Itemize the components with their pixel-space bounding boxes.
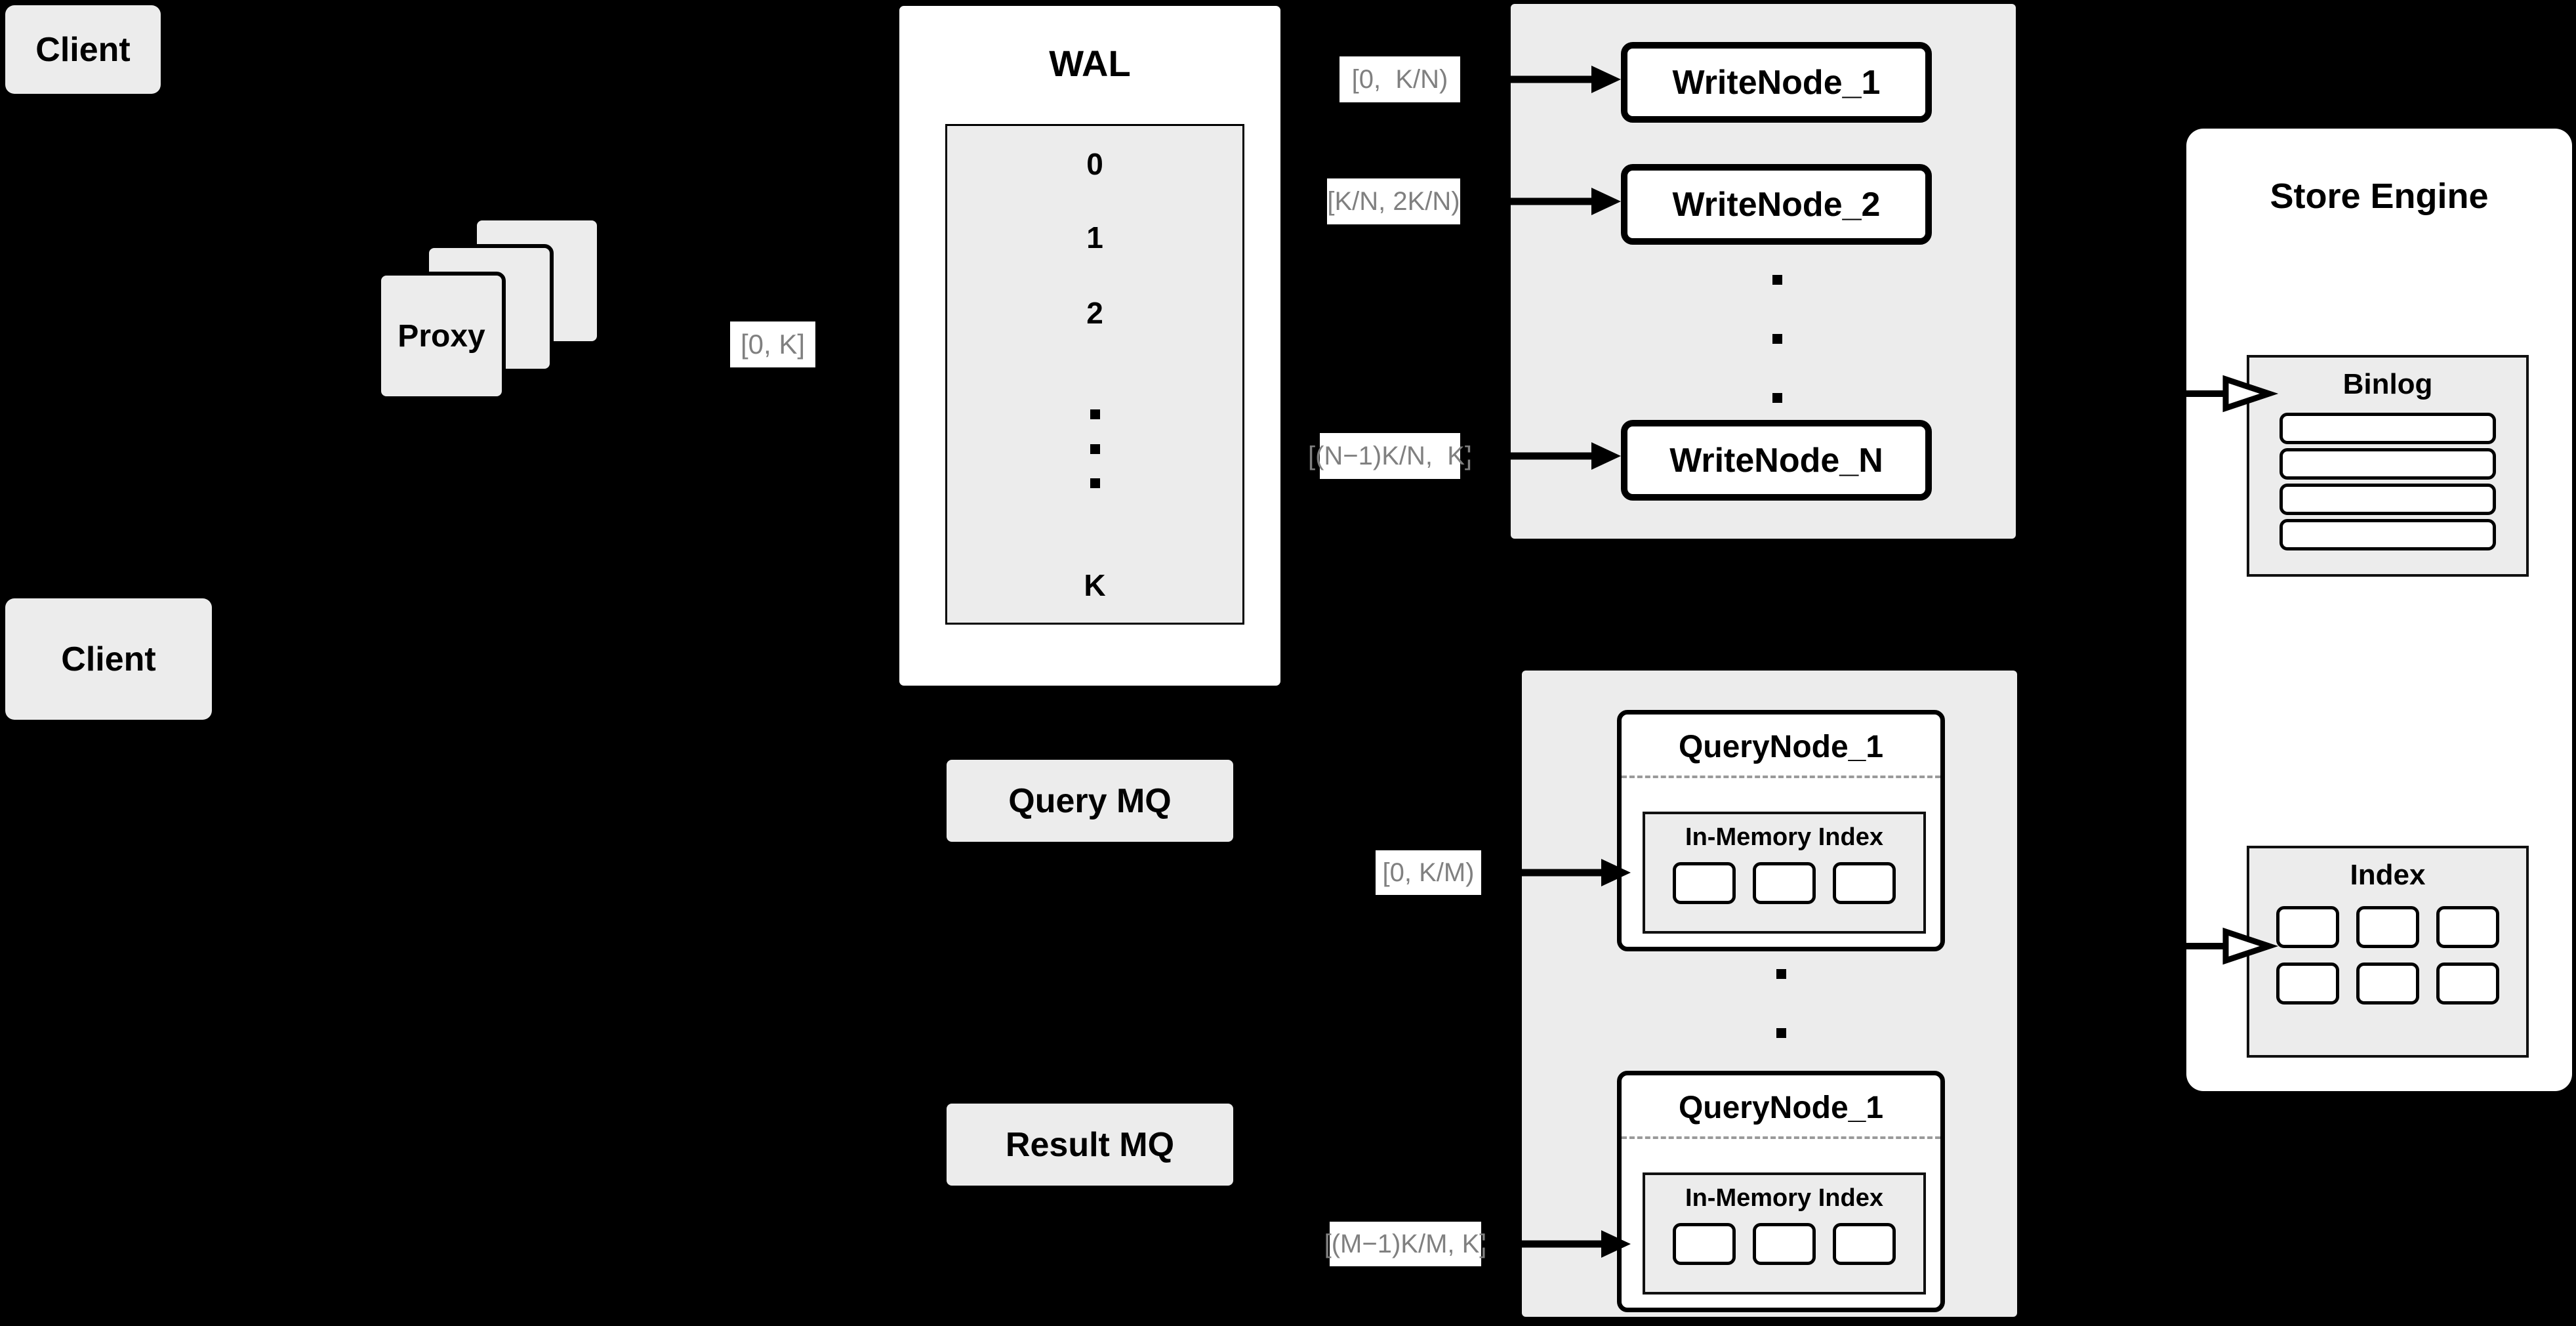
write-node-1-label: WriteNode_1 (1672, 63, 1881, 102)
wal-rows: 0 1 2 K (945, 124, 1244, 636)
arrow-to-write-node-n (1460, 442, 1621, 470)
wal-row-label: 0 (1086, 146, 1103, 181)
write-node-n[interactable]: WriteNode_N (1621, 420, 1932, 501)
in-memory-index-1-title: In-Memory Index (1685, 823, 1883, 851)
query-node-2-divider (1622, 1136, 1940, 1139)
query-node-2-range-label: [(M−1)K/M, K] (1324, 1222, 1486, 1266)
index-cell (2436, 963, 2499, 1005)
write-node-n-range-text: [(N−1)K/N, K] (1307, 441, 1473, 470)
ellipsis-dot-icon (1772, 393, 1782, 403)
index-cell (1673, 1223, 1736, 1265)
query-node-2-range-text: [(M−1)K/M, K] (1324, 1229, 1487, 1258)
query-node-cluster: QueryNode_1 In-Memory Index QueryNode_1 … (1522, 671, 2017, 1317)
binlog-box: Binlog (2247, 355, 2529, 577)
client-label-1: Client (35, 30, 131, 69)
write-node-n-label: WriteNode_N (1669, 441, 1883, 480)
wal-row-ellipsis (945, 350, 1244, 549)
result-mq-box[interactable]: Result MQ (947, 1104, 1233, 1186)
in-memory-index-1: In-Memory Index (1643, 812, 1926, 934)
query-mq-box[interactable]: Query MQ (947, 760, 1233, 842)
arrow-to-query-node-1 (1481, 859, 1631, 886)
arrow-to-write-node-2 (1460, 188, 1621, 215)
wal-row-label: 2 (1086, 295, 1103, 330)
index-box: Index (2247, 846, 2529, 1058)
wal-panel: WAL 0 1 2 K (897, 4, 1282, 688)
index-cell (1753, 862, 1816, 904)
index-cell (1673, 862, 1736, 904)
proxy-output-range-label: [0, K] (730, 321, 815, 367)
write-node-1-range-text: [0, K/N) (1351, 64, 1448, 94)
result-mq-label: Result MQ (1005, 1125, 1175, 1164)
binlog-row (2280, 484, 2496, 515)
ellipsis-dot-icon (1776, 969, 1786, 979)
wal-row-label: K (1084, 568, 1106, 602)
write-node-n-range-label: [(N−1)K/N, K] (1308, 433, 1472, 479)
wal-title: WAL (1049, 43, 1131, 84)
wal-row: 0 (945, 124, 1244, 203)
wal-row: 1 (945, 199, 1244, 277)
index-cell (2356, 963, 2419, 1005)
wal-row-label: 1 (1086, 220, 1103, 255)
wal-ellipsis-dots (1090, 409, 1100, 488)
query-mq-label: Query MQ (1008, 781, 1172, 820)
index-cell (1833, 1223, 1896, 1265)
proxy-card-front[interactable]: Proxy (377, 272, 506, 400)
ellipsis-dot-icon (1776, 1028, 1786, 1038)
ellipsis-dot-icon (1090, 409, 1100, 419)
ellipsis-dot-icon (1090, 478, 1100, 488)
index-cell (2276, 963, 2339, 1005)
write-node-1-range-label: [0, K/N) (1339, 56, 1460, 102)
wal-row: 2 (945, 275, 1244, 352)
write-node-2-range-label: [K/N, 2K/N) (1327, 178, 1460, 224)
query-node-1-divider (1622, 776, 1940, 778)
arrow-to-binlog (2186, 375, 2279, 413)
wal-row: K (945, 547, 1244, 625)
client-label-2: Client (61, 640, 156, 678)
binlog-row (2280, 448, 2496, 480)
index-title: Index (2350, 859, 2426, 891)
query-node-1[interactable]: QueryNode_1 In-Memory Index (1617, 710, 1945, 951)
write-node-1[interactable]: WriteNode_1 (1621, 42, 1932, 123)
index-cell (2356, 906, 2419, 948)
binlog-title: Binlog (2342, 368, 2433, 400)
index-cell (1833, 862, 1896, 904)
binlog-row (2280, 519, 2496, 550)
write-cluster-ellipsis (1754, 275, 1800, 403)
ellipsis-dot-icon (1772, 334, 1782, 344)
binlog-row (2280, 413, 2496, 444)
write-node-2[interactable]: WriteNode_2 (1621, 164, 1932, 245)
query-node-1-range-text: [0, K/M) (1382, 858, 1475, 887)
query-node-1-range-label: [0, K/M) (1376, 850, 1481, 895)
in-memory-index-2: In-Memory Index (1643, 1172, 1926, 1295)
proxy-range-text: [0, K] (740, 329, 806, 360)
store-engine-title: Store Engine (2270, 176, 2489, 216)
in-memory-index-2-title: In-Memory Index (1685, 1184, 1883, 1212)
query-node-1-label: QueryNode_1 (1678, 730, 1884, 764)
ellipsis-dot-icon (1772, 275, 1782, 285)
write-node-cluster: WriteNode_1 WriteNode_2 WriteNode_N (1511, 4, 2016, 539)
client-box-1[interactable]: Client (5, 5, 161, 94)
query-node-2-label: QueryNode_1 (1678, 1090, 1884, 1125)
client-box-2[interactable]: Client (5, 598, 212, 720)
arrow-to-write-node-1 (1460, 66, 1621, 93)
write-node-2-label: WriteNode_2 (1672, 185, 1881, 224)
index-cell (2436, 906, 2499, 948)
arrow-to-index (2186, 927, 2279, 965)
arrow-to-query-node-2 (1481, 1230, 1631, 1258)
proxy-label: Proxy (398, 318, 485, 354)
ellipsis-dot-icon (1090, 444, 1100, 454)
index-cell (2276, 906, 2339, 948)
proxy-stack[interactable]: Proxy (377, 217, 672, 433)
write-node-2-range-text: [K/N, 2K/N) (1327, 186, 1460, 216)
index-cell (1753, 1223, 1816, 1265)
query-node-2[interactable]: QueryNode_1 In-Memory Index (1617, 1071, 1945, 1312)
